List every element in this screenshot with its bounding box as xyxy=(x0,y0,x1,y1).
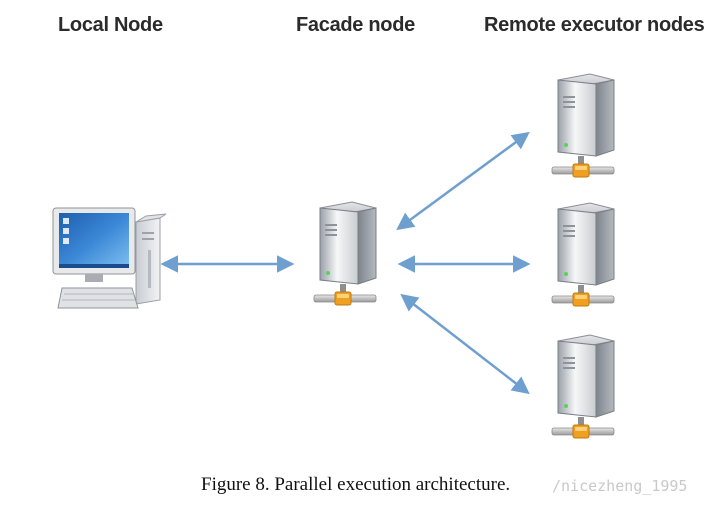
desktop-computer-icon xyxy=(52,207,167,309)
remote-nodes-heading: Remote executor nodes xyxy=(484,14,705,36)
arrow-facade-remote-3 xyxy=(400,293,530,395)
figure-caption: Figure 8. Parallel execution architectur… xyxy=(201,474,511,495)
remote-server-icon-1 xyxy=(551,73,615,178)
watermark: /nicezheng_1995 xyxy=(552,477,688,495)
facade-server-icon xyxy=(313,201,377,306)
facade-node-heading: Facade node xyxy=(296,14,415,36)
arrow-facade-remote-1 xyxy=(396,131,530,231)
remote-server-icon-3 xyxy=(551,334,615,439)
local-node-heading: Local Node xyxy=(58,14,163,36)
remote-server-icon-2 xyxy=(551,202,615,307)
